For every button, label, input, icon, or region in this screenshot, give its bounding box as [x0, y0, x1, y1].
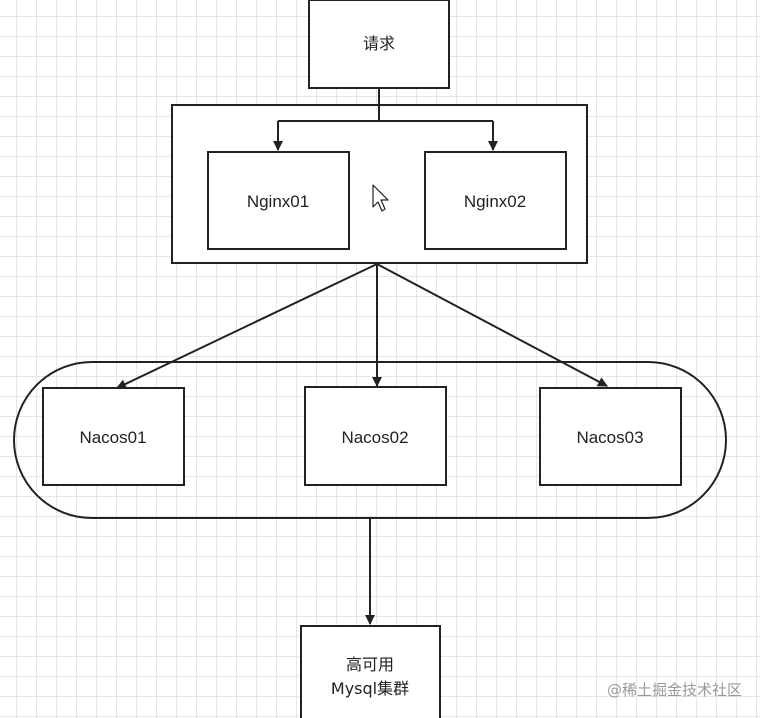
nginx01-label: Nginx01 — [247, 192, 309, 211]
nginx01-box — [207, 151, 350, 250]
nacos03-box — [539, 387, 682, 486]
nacos01-box — [42, 387, 185, 486]
mouse-cursor-icon — [372, 184, 389, 212]
mysql-cluster-box — [300, 625, 441, 718]
nginx02-label: Nginx02 — [464, 192, 526, 211]
nginx02-box — [424, 151, 567, 250]
nacos-cluster-group — [13, 361, 727, 519]
arrow-to-nacos03 — [376, 263, 608, 387]
request-box — [308, 0, 450, 89]
watermark: @稀土掘金技术社区 — [606, 681, 742, 699]
nacos02-box — [304, 386, 447, 486]
request-label: 请求 — [363, 34, 395, 53]
mysql-label-line1: 高可用 — [346, 655, 394, 674]
nacos02-label: Nacos02 — [341, 428, 408, 447]
mysql-label-line2: Mysql集群 — [331, 679, 409, 698]
nacos01-label: Nacos01 — [79, 428, 146, 447]
nacos03-label: Nacos03 — [576, 428, 643, 447]
arrow-to-nacos01 — [116, 263, 378, 389]
